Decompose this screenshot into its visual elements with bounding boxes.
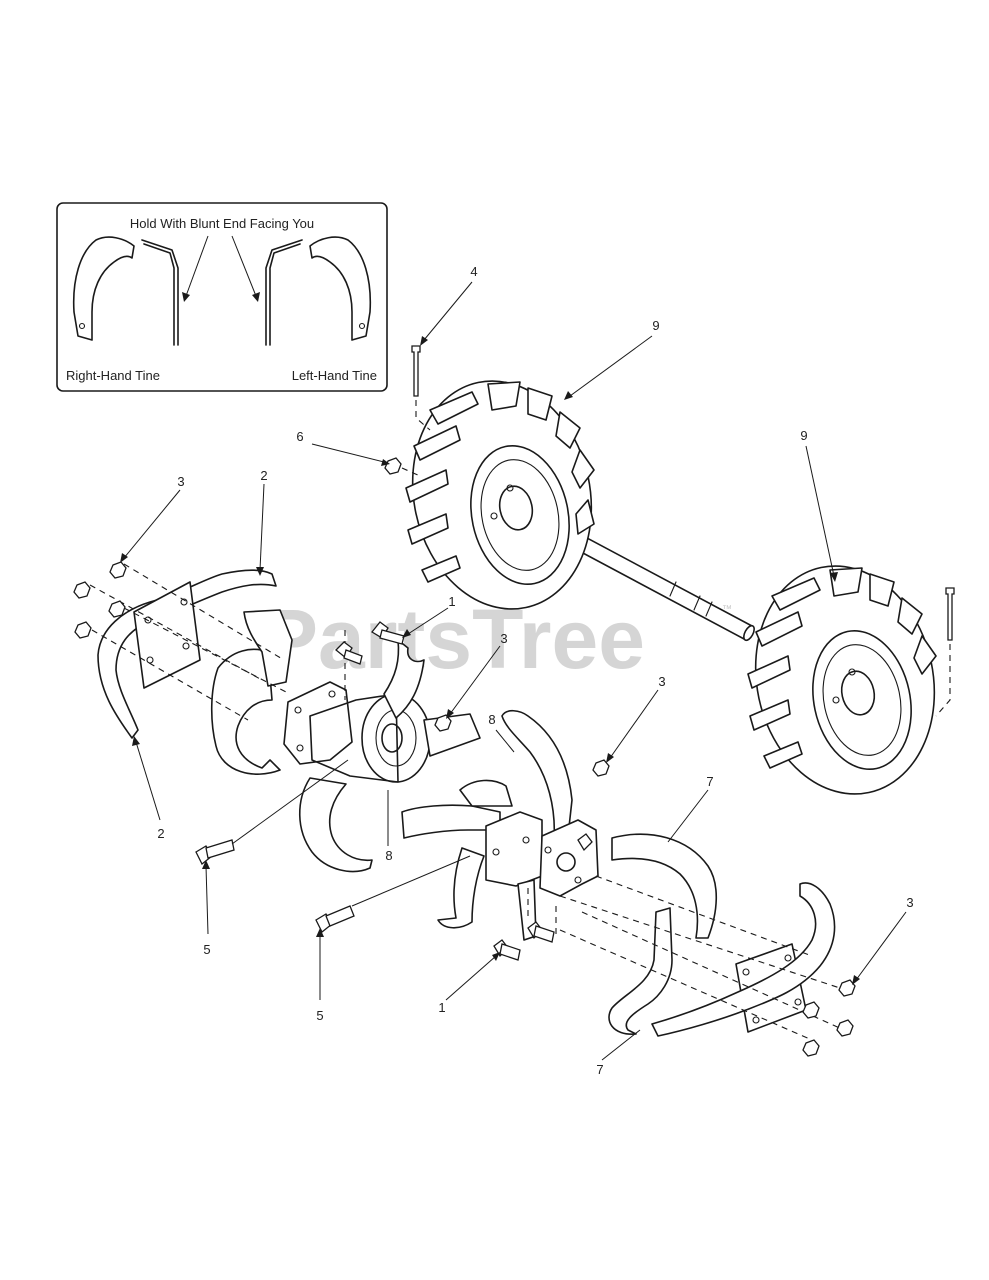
bolt-item-1-upper <box>371 621 405 645</box>
callout-5-left: 5 <box>203 942 210 957</box>
tine-item-7-upper <box>611 833 718 939</box>
hex-nut-left-4 <box>74 621 92 639</box>
bolt-item-5-left <box>195 839 235 866</box>
callout-leaders <box>120 281 907 1061</box>
callout-3-center-right: 3 <box>658 674 665 689</box>
callout-3-center-left: 3 <box>500 631 507 646</box>
bolt-right-flange <box>577 833 593 852</box>
hex-nut-left-1 <box>109 561 127 579</box>
parts-tree-watermark: PartsTree <box>262 592 645 686</box>
hex-nut-right-3 <box>836 1019 854 1037</box>
callout-7-upper: 7 <box>706 774 713 789</box>
callout-1-upper: 1 <box>448 594 455 609</box>
tine-orientation-inset: Hold With Blunt End Facing You Right-Han… <box>56 202 388 392</box>
inset-frame <box>56 202 388 392</box>
outer-tine-right <box>651 882 836 1037</box>
hex-nut-item-6 <box>384 457 402 475</box>
callout-8-left: 8 <box>385 848 392 863</box>
bolt-item-1-lower <box>493 939 521 961</box>
callout-9-right: 9 <box>800 428 807 443</box>
inner-tine-right-a <box>501 709 573 841</box>
callout-6: 6 <box>296 429 303 444</box>
watermark-trademark: ™ <box>722 604 732 615</box>
callout-7-lower: 7 <box>596 1062 603 1077</box>
wheel-assembly-lower <box>747 565 937 795</box>
callout-2-lower: 2 <box>157 826 164 841</box>
left-tine-assembly <box>89 563 481 873</box>
hex-nut-left-2 <box>73 581 91 599</box>
bolt-item-5-right <box>315 905 355 934</box>
hex-nut-right-1 <box>838 979 856 997</box>
right-hand-tine-blade-drawing <box>72 236 135 341</box>
inner-tine-left-e <box>298 777 373 873</box>
hex-nut-item-3-center-left <box>434 714 452 732</box>
tine-mounting-plate-left <box>133 581 201 689</box>
inner-tine-left-d <box>383 639 425 719</box>
right-hand-tine-edge-drawing <box>141 239 179 346</box>
inset-left-hand-label: Left-Hand Tine <box>292 368 377 383</box>
callout-3-top-left: 3 <box>177 474 184 489</box>
bolt-lower-b <box>527 921 555 943</box>
inset-right-hand-label: Right-Hand Tine <box>66 368 160 383</box>
hex-nut-right-2 <box>802 1001 820 1019</box>
inset-title: Hold With Blunt End Facing You <box>130 216 314 231</box>
callout-5-right: 5 <box>316 1008 323 1023</box>
callout-2-upper: 2 <box>260 468 267 483</box>
callout-1-lower: 1 <box>438 1000 445 1015</box>
inner-tine-right-c <box>437 847 485 929</box>
callout-9-upper: 9 <box>652 318 659 333</box>
hex-nut-left-3 <box>108 600 126 618</box>
hex-nut-item-3-center-right <box>592 759 610 777</box>
inner-tine-left-b <box>243 609 293 687</box>
tine-hub-flange-left <box>283 681 353 765</box>
left-hand-tine-edge-drawing <box>265 239 303 346</box>
bolt-upper-b <box>335 641 363 665</box>
wheel-assembly-upper <box>405 380 595 610</box>
clevis-pin-lower <box>935 587 955 717</box>
clevis-pin-upper <box>411 345 431 431</box>
callout-3-right: 3 <box>906 895 913 910</box>
callout-4: 4 <box>470 264 477 279</box>
callout-8-right: 8 <box>488 712 495 727</box>
hex-nut-right-4 <box>802 1039 820 1057</box>
left-hand-tine-blade-drawing <box>309 236 372 341</box>
inner-tine-left-c <box>423 713 481 757</box>
tine-item-7-lower <box>608 907 673 1035</box>
